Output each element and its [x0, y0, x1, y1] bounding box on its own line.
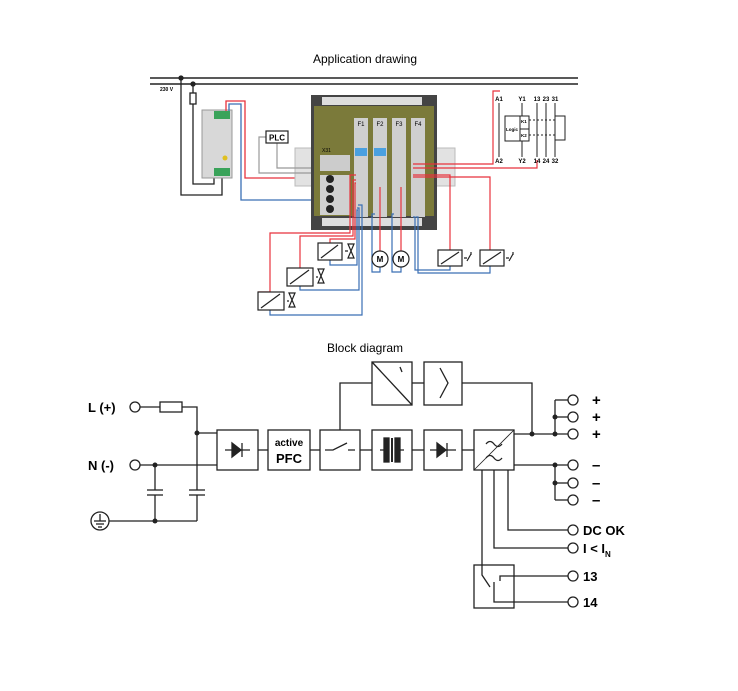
valves — [257, 242, 355, 311]
relay-k2: K2 — [521, 133, 527, 138]
dc-ok-label: DC OK — [583, 523, 626, 538]
relay-32: 32 — [552, 159, 559, 165]
slot-f2: F2 — [376, 122, 384, 128]
slot-f3: F3 — [395, 122, 403, 128]
diode-block — [423, 429, 463, 471]
transformer-block — [371, 429, 413, 471]
relay-23: 23 — [543, 97, 550, 103]
plus-label-1: + — [592, 392, 601, 409]
relay-k1: K1 — [521, 119, 527, 124]
slot-f4: F4 — [414, 122, 422, 128]
plus-label-3: + — [592, 426, 601, 443]
relay-y1: Y1 — [518, 97, 526, 103]
safety-relay: A1 Y1 13 23 31 A2 Y2 14 24 32 Logic K1 K… — [495, 97, 566, 165]
voltage-label: 230 V — [160, 87, 174, 93]
minus-label-1: – — [592, 457, 600, 474]
dc-converter-block-2 — [423, 361, 463, 406]
relay-block — [473, 564, 515, 609]
power-bus — [150, 77, 578, 85]
plus-label-2: + — [592, 409, 601, 426]
psu-blue-wire — [228, 103, 325, 201]
motor-1-label: M — [377, 255, 384, 264]
terminals — [129, 394, 579, 608]
slot-f1: F1 — [357, 122, 365, 128]
relay-a1: A1 — [495, 97, 503, 103]
block-title: Block diagram — [327, 341, 403, 355]
application-title: Application drawing — [313, 52, 417, 66]
relay-14: 14 — [534, 159, 541, 165]
input-l-label: L (+) — [88, 400, 116, 415]
motors: M M — [371, 250, 410, 268]
minus-label-2: – — [592, 475, 600, 492]
plc-box: PLC — [258, 130, 330, 174]
switch-block — [319, 429, 361, 471]
relay-a2: A2 — [495, 159, 503, 165]
mains-wiring — [178, 75, 223, 196]
relay-24: 24 — [543, 159, 550, 165]
slot-modules: F1 F2 F3 F4 — [354, 118, 425, 217]
dc-converter-block-1 — [371, 361, 413, 406]
pfc-line2: PFC — [276, 451, 303, 466]
minus-label-3: – — [592, 492, 600, 509]
plc-label: PLC — [269, 134, 285, 143]
ground-icon — [90, 511, 110, 531]
relay-y2: Y2 — [518, 159, 526, 165]
motor-2-label: M — [398, 255, 405, 264]
input-n-label: N (-) — [88, 458, 114, 473]
relay-13: 13 — [534, 97, 541, 103]
contactor-coils — [437, 249, 514, 267]
current-limit-sub: N — [605, 550, 611, 559]
current-limit-text: I < I — [583, 541, 605, 556]
power-supply-module — [201, 109, 233, 179]
output-14-label: 14 — [583, 595, 598, 610]
current-limit-label: I < IN — [583, 541, 611, 559]
load-wiring — [258, 90, 538, 316]
pfc-block — [267, 429, 311, 471]
relay-31: 31 — [552, 97, 559, 103]
rectifier-block — [216, 429, 259, 471]
junction-dots — [152, 414, 558, 524]
relay-logic: Logic — [506, 127, 518, 132]
terminal-label: X31 — [322, 148, 331, 154]
output-13-label: 13 — [583, 569, 597, 584]
pfc-line1: active — [275, 438, 304, 449]
psu-red-wire — [225, 100, 356, 179]
function-blocks — [216, 361, 515, 609]
filter-block — [473, 429, 515, 471]
